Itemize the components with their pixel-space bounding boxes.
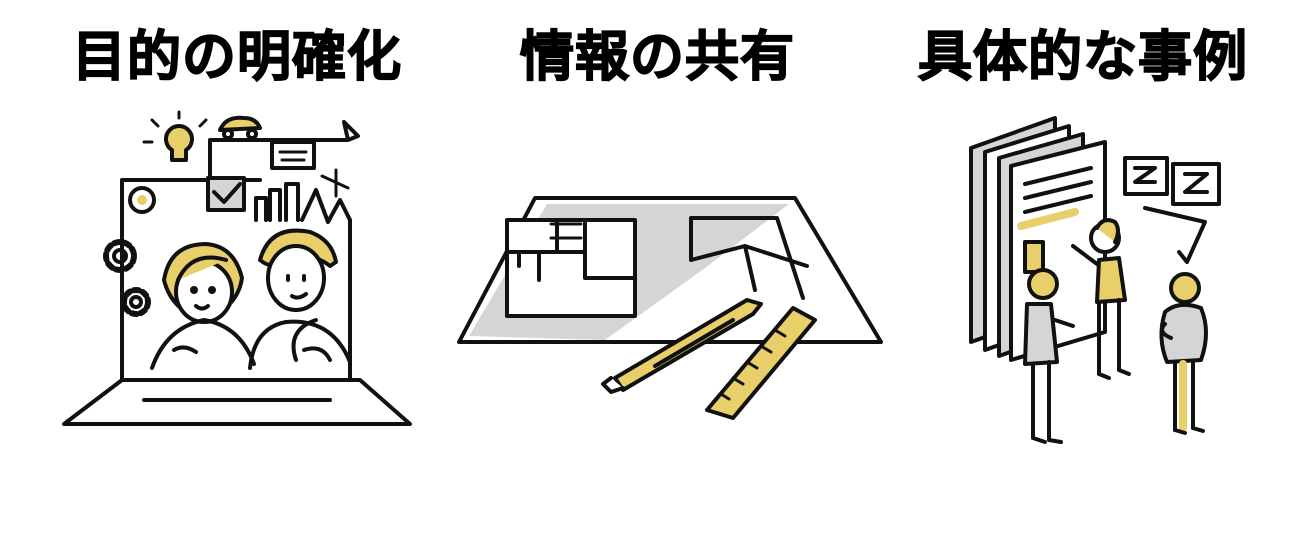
heading-examples: 具体的な事例: [917, 24, 1248, 89]
presentation-board-illustration: [965, 112, 1235, 447]
heading-sharing: 情報の共有: [519, 24, 795, 89]
blueprint-pen-ruler-illustration: [455, 190, 885, 420]
laptop-brainstorm-illustration: [60, 110, 420, 440]
heading-purpose: 目的の明確化: [71, 24, 402, 89]
